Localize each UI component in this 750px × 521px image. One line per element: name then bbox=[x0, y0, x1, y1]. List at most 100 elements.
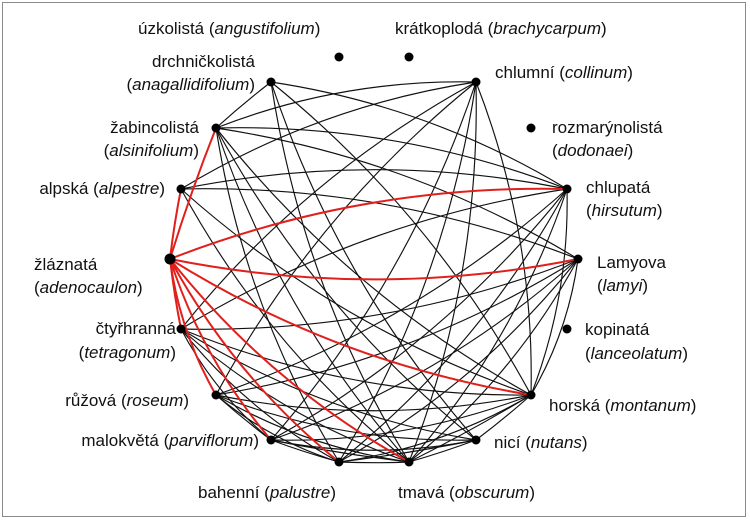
edge-alsinifolium-nutans bbox=[215, 127, 477, 441]
node-lamyi bbox=[573, 254, 583, 264]
label-anagallidifolium-scientific: (anagallidifolium) bbox=[126, 75, 255, 94]
red-edge-adenocaulon-hirsutum bbox=[169, 187, 568, 260]
edge-montanum-nutans bbox=[475, 394, 532, 441]
red-edge-adenocaulon-obscurum bbox=[169, 258, 410, 463]
edge-anagallidifolium-montanum bbox=[270, 81, 532, 396]
edge-obscurum-nutans bbox=[408, 439, 477, 463]
red-edge-adenocaulon-alsinifolium bbox=[169, 127, 217, 260]
edge-lamyi-tetragonum bbox=[180, 258, 579, 330]
node-obscurum bbox=[404, 457, 414, 467]
node-nutans bbox=[471, 435, 481, 445]
edge-palustre-nutans bbox=[338, 439, 477, 463]
label-nutans: nicí (nutans) bbox=[494, 433, 588, 452]
label-angustifolium: úzkolistá (angustifolium) bbox=[138, 19, 320, 38]
edge-lamyi-montanum bbox=[530, 258, 579, 396]
node-montanum bbox=[526, 390, 536, 400]
node-anagallidifolium bbox=[266, 77, 276, 87]
edge-collinum-alpestre bbox=[180, 81, 477, 190]
label-palustre: bahenní (palustre) bbox=[198, 483, 336, 502]
red-edges-layer bbox=[169, 127, 579, 463]
edge-collinum-parviflorum bbox=[270, 81, 477, 441]
label-lamyi-common: Lamyova bbox=[597, 253, 667, 272]
edge-hirsutum-montanum bbox=[530, 188, 568, 396]
edge-roseum-parviflorum bbox=[215, 394, 272, 441]
label-alpestre: alpská (alpestre) bbox=[39, 179, 165, 198]
label-adenocaulon-scientific: (adenocaulon) bbox=[34, 278, 143, 297]
red-edge-adenocaulon-montanum bbox=[169, 258, 532, 396]
black-edges-layer bbox=[180, 81, 579, 464]
edge-anagallidifolium-alsinifolium bbox=[215, 81, 272, 129]
edge-hirsutum-tetragonum bbox=[180, 188, 568, 330]
label-hirsutum-common: chlupatá bbox=[586, 178, 651, 197]
edge-lamyi-parviflorum bbox=[270, 258, 579, 441]
node-alsinifolium bbox=[211, 123, 221, 133]
edge-hirsutum-parviflorum bbox=[270, 188, 568, 441]
edge-palustre-obscurum bbox=[338, 461, 410, 464]
label-dodonaei-common: rozmarýnolistá bbox=[552, 118, 663, 137]
label-roseum: růžová (roseum) bbox=[65, 391, 189, 410]
node-lanceolatum bbox=[562, 324, 572, 334]
node-angustifolium bbox=[334, 52, 344, 62]
label-alsinifolium-scientific: (alsinifolium) bbox=[104, 141, 199, 160]
edge-collinum-tetragonum bbox=[180, 81, 477, 330]
edge-anagallidifolium-hirsutum bbox=[270, 81, 568, 190]
node-palustre bbox=[334, 457, 344, 467]
node-alpestre bbox=[176, 184, 186, 194]
edge-alsinifolium-hirsutum bbox=[215, 127, 568, 190]
edge-alsinifolium-obscurum bbox=[215, 127, 410, 463]
edge-tetragonum-nutans bbox=[180, 328, 477, 441]
edge-collinum-montanum bbox=[475, 81, 532, 396]
edge-lamyi-roseum bbox=[215, 258, 579, 396]
edge-roseum-palustre bbox=[215, 394, 340, 463]
node-brachycarpum bbox=[404, 52, 414, 62]
node-parviflorum bbox=[266, 435, 276, 445]
edge-collinum-roseum bbox=[215, 81, 477, 396]
red-edge-adenocaulon-palustre bbox=[169, 258, 340, 463]
label-lanceolatum-scientific: (lanceolatum) bbox=[585, 344, 688, 363]
label-dodonaei-scientific: (dodonaei) bbox=[552, 141, 633, 160]
red-edge-adenocaulon-parviflorum bbox=[169, 258, 272, 441]
edge-roseum-montanum bbox=[215, 394, 532, 412]
label-adenocaulon-common: žláznatá bbox=[34, 255, 98, 274]
node-dodonaei bbox=[526, 123, 536, 133]
edge-hirsutum-palustre bbox=[338, 188, 568, 463]
label-obscurum: tmavá (obscurum) bbox=[398, 483, 535, 502]
label-collinum: chlumní (collinum) bbox=[495, 63, 633, 82]
node-adenocaulon bbox=[164, 253, 176, 265]
label-anagallidifolium-common: drchničkolistá bbox=[152, 52, 256, 71]
edge-anagallidifolium-nutans bbox=[270, 81, 477, 441]
nodes-layer bbox=[164, 52, 583, 467]
label-lamyi-scientific: (lamyi) bbox=[597, 276, 648, 295]
edge-alpestre-hirsutum bbox=[180, 169, 568, 190]
node-roseum bbox=[211, 390, 221, 400]
red-edge-adenocaulon-alpestre bbox=[169, 188, 182, 260]
edge-parviflorum-montanum bbox=[270, 394, 532, 441]
edge-hirsutum-roseum bbox=[215, 188, 568, 396]
red-edge-adenocaulon-roseum bbox=[169, 258, 217, 396]
edge-alpestre-lamyi bbox=[180, 188, 579, 260]
node-tetragonum bbox=[176, 324, 186, 334]
edge-alsinifolium-lamyi bbox=[215, 127, 579, 260]
node-collinum bbox=[471, 77, 481, 87]
edge-collinum-alsinifolium bbox=[215, 81, 477, 129]
edge-roseum-obscurum bbox=[215, 394, 410, 463]
label-tetragonum-scientific: (tetragonum) bbox=[79, 343, 176, 362]
edge-obscurum-montanum bbox=[408, 394, 532, 463]
node-hirsutum bbox=[562, 184, 572, 194]
label-alsinifolium-common: žabincolistá bbox=[110, 118, 199, 137]
label-parviflorum: malokvětá (parviflorum) bbox=[81, 431, 259, 450]
edge-alpestre-obscurum bbox=[180, 188, 410, 463]
edge-palustre-montanum bbox=[338, 394, 532, 463]
label-tetragonum-common: čtyřhranná bbox=[96, 319, 177, 338]
red-edge-adenocaulon-lamyi bbox=[169, 258, 579, 281]
label-lanceolatum-common: kopinatá bbox=[585, 320, 650, 339]
label-hirsutum-scientific: (hirsutum) bbox=[586, 201, 663, 220]
edge-roseum-nutans bbox=[215, 394, 477, 441]
edge-hirsutum-obscurum bbox=[408, 188, 568, 463]
edge-alpestre-montanum bbox=[180, 188, 532, 396]
edge-tetragonum-parviflorum bbox=[180, 328, 272, 441]
edge-alsinifolium-montanum bbox=[215, 127, 532, 396]
label-montanum: horská (montanum) bbox=[549, 396, 696, 415]
edge-alsinifolium-palustre bbox=[215, 127, 340, 463]
